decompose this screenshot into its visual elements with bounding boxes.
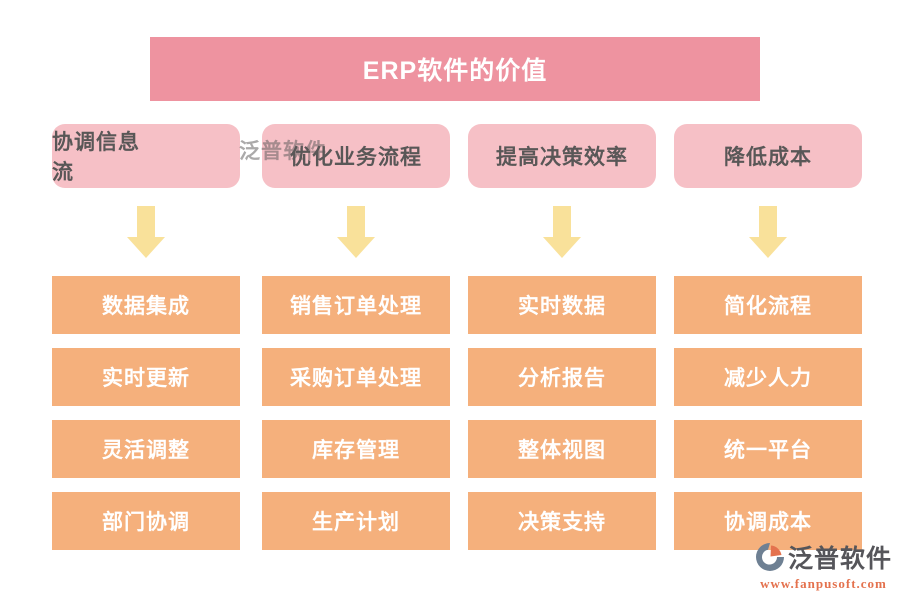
brand-footer: 泛普软件 www.fanpusoft.com bbox=[755, 539, 892, 592]
column-header-label: 协调信息流 bbox=[52, 131, 140, 184]
value-box: 灵活调整 bbox=[52, 420, 240, 478]
value-box: 实时更新 bbox=[52, 348, 240, 406]
value-box: 分析报告 bbox=[468, 348, 656, 406]
value-box: 统一平台 bbox=[674, 420, 862, 478]
column-optimize-process: 优化业务流程 销售订单处理 采购订单处理 库存管理 生产计划 bbox=[262, 124, 450, 550]
fanpu-logo-icon bbox=[755, 543, 784, 571]
value-box: 简化流程 bbox=[674, 276, 862, 334]
value-box: 决策支持 bbox=[468, 492, 656, 550]
column-header-label: 降低成本 bbox=[724, 146, 812, 169]
column-header: 协调信息流 泛普软件 bbox=[52, 124, 326, 188]
down-arrow-icon bbox=[749, 188, 787, 276]
column-decision-efficiency: 提高决策效率 实时数据 分析报告 整体视图 决策支持 bbox=[468, 124, 656, 550]
value-box: 库存管理 bbox=[262, 420, 450, 478]
column-coordinate-info-flow: 协调信息流 泛普软件 数据集成 实时更新 灵活调整 部门协调 bbox=[52, 124, 326, 550]
brand-url: www.fanpusoft.com bbox=[760, 576, 887, 591]
down-arrow-icon bbox=[337, 188, 375, 276]
brand-name: 泛普软件 bbox=[787, 546, 892, 573]
down-arrow-icon bbox=[127, 188, 165, 276]
value-box: 部门协调 bbox=[52, 492, 240, 550]
brand-watermark: 泛普软件 bbox=[238, 140, 327, 163]
title-banner: ERP软件的价值 bbox=[150, 37, 760, 101]
column-header: 降低成本 bbox=[674, 124, 862, 188]
value-box: 减少人力 bbox=[674, 348, 862, 406]
value-box: 采购订单处理 bbox=[262, 348, 450, 406]
column-header: 提高决策效率 bbox=[468, 124, 656, 188]
value-box: 数据集成 bbox=[52, 276, 240, 334]
column-header: 优化业务流程 bbox=[262, 124, 450, 188]
value-box: 协调成本 bbox=[674, 492, 862, 550]
page-title: ERP软件的价值 bbox=[362, 57, 548, 85]
value-box: 销售订单处理 bbox=[262, 276, 450, 334]
value-box: 生产计划 bbox=[262, 492, 450, 550]
column-reduce-cost: 降低成本 简化流程 减少人力 统一平台 协调成本 bbox=[674, 124, 862, 550]
column-header-label: 优化业务流程 bbox=[290, 146, 422, 169]
column-header-label: 提高决策效率 bbox=[496, 146, 628, 169]
value-box: 实时数据 bbox=[468, 276, 656, 334]
value-box: 整体视图 bbox=[468, 420, 656, 478]
down-arrow-icon bbox=[543, 188, 581, 276]
